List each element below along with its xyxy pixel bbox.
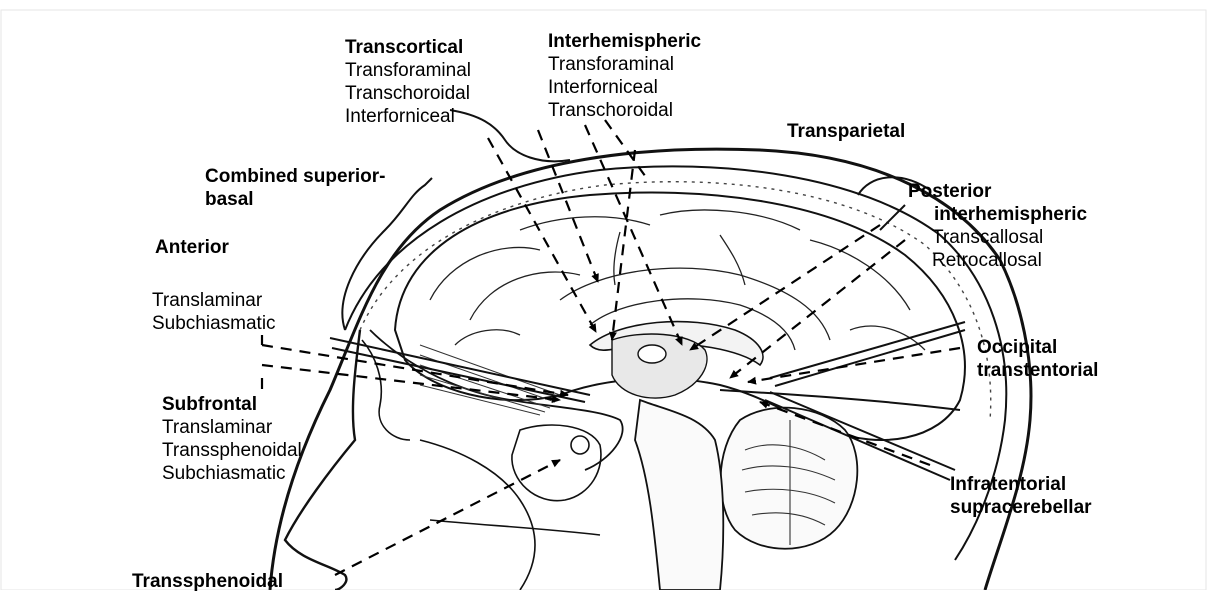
- third-ventricle: [638, 345, 666, 363]
- label-combined-line1: Combined superior-: [205, 165, 386, 188]
- label-combined-group: Combined superior- basal: [205, 165, 386, 211]
- pituitary: [571, 436, 589, 454]
- label-subfrontal: Subfrontal: [162, 393, 302, 416]
- label-subfrontal-item: Subchiasmatic: [162, 462, 302, 485]
- label-occipital-line2: transtentorial: [977, 359, 1098, 382]
- label-subfrontal-item: Translaminar: [162, 416, 302, 439]
- label-anterior-item: Translaminar: [152, 289, 276, 312]
- label-combined-line2: basal: [205, 188, 386, 211]
- label-interhemispheric-item: Transforaminal: [548, 53, 701, 76]
- label-transparietal: Transparietal: [787, 120, 905, 143]
- label-transcortical-group: Transcortical Transforaminal Transchoroi…: [345, 36, 471, 128]
- label-subfrontal-group: Subfrontal Translaminar Transsphenoidal …: [162, 393, 302, 485]
- label-anterior-items: Translaminar Subchiasmatic: [152, 289, 276, 335]
- label-occipital-group: Occipital transtentorial: [977, 336, 1098, 382]
- label-posterior-line2: interhemispheric: [908, 203, 1087, 226]
- label-anterior: Anterior: [155, 236, 229, 259]
- label-interhemispheric: Interhemispheric: [548, 30, 701, 53]
- label-anterior-item: Subchiasmatic: [152, 312, 276, 335]
- label-posterior-group: Posterior interhemispheric Transcallosal…: [908, 180, 1087, 272]
- label-infratentorial-line1: Infratentorial: [950, 473, 1092, 496]
- label-subfrontal-item: Transsphenoidal: [162, 439, 302, 462]
- label-posterior-line1: Posterior: [908, 180, 1087, 203]
- label-transcortical-item: Transchoroidal: [345, 82, 471, 105]
- label-transcortical: Transcortical: [345, 36, 471, 59]
- label-posterior-item: Transcallosal: [908, 226, 1087, 249]
- label-interhemispheric-group: Interhemispheric Transforaminal Interfor…: [548, 30, 701, 122]
- label-occipital-line1: Occipital: [977, 336, 1098, 359]
- label-interhemispheric-item: Interforniceal: [548, 76, 701, 99]
- label-infratentorial-line2: supracerebellar: [950, 496, 1092, 519]
- label-interhemispheric-item: Transchoroidal: [548, 99, 701, 122]
- label-transcortical-item: Interforniceal: [345, 105, 471, 128]
- label-infratentorial-group: Infratentorial supracerebellar: [950, 473, 1092, 519]
- label-transcortical-item: Transforaminal: [345, 59, 471, 82]
- label-posterior-item: Retrocallosal: [908, 249, 1087, 272]
- cerebellum: [721, 408, 858, 549]
